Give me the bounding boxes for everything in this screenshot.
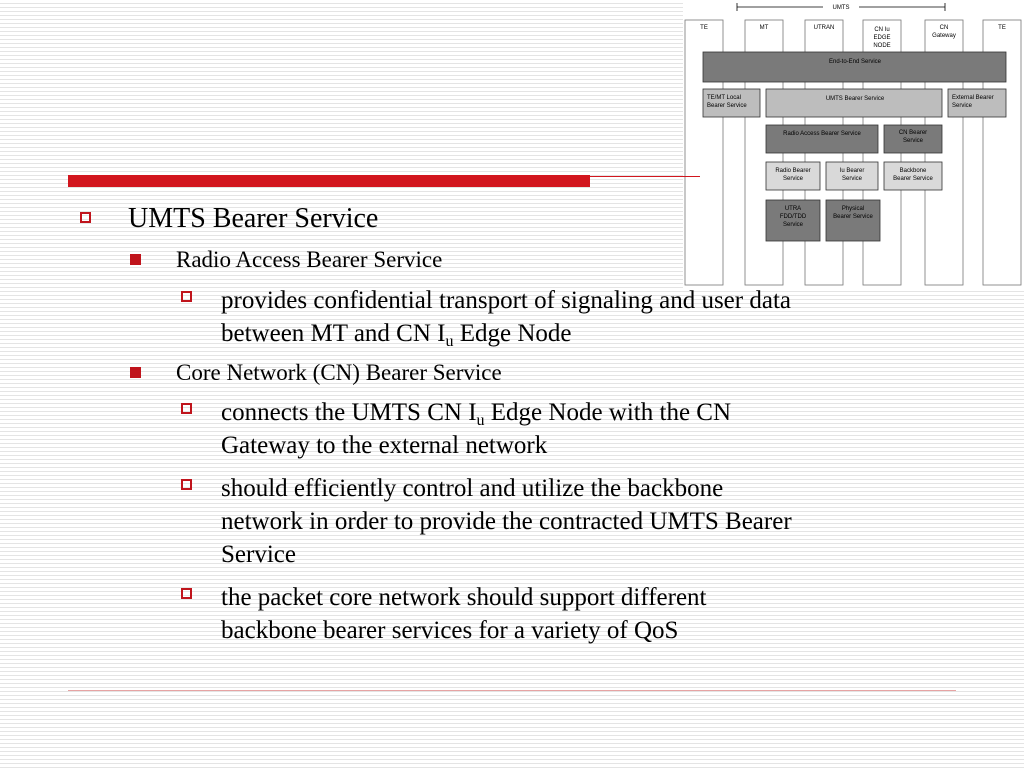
svg-text:End-to-End Service: End-to-End Service — [829, 59, 882, 65]
title-accent-line — [590, 176, 700, 177]
umts-label: UMTS — [833, 5, 850, 11]
column-label: UTRAN — [814, 25, 835, 31]
cn-heading: Core Network (CN) Bearer Service — [176, 360, 502, 385]
filled-square-bullet-icon — [130, 367, 141, 378]
hollow-square-bullet-icon — [80, 212, 91, 223]
svg-text:UMTS Bearer Service: UMTS Bearer Service — [826, 96, 885, 102]
cn-bullet-1-line-1: connects the UMTS CN Iu Edge Node with t… — [221, 399, 732, 429]
rab-bullet-1-line-1: provides confidential transport of signa… — [221, 287, 791, 314]
cn-bullet-2-line-1: should efficiently control and utilize t… — [221, 475, 724, 502]
level1-heading: UMTS Bearer Service — [128, 203, 379, 234]
cn-bullet-1-line-2: Gateway to the external network — [221, 432, 548, 459]
rab-bullet-1-line-2: between MT and CN Iu Edge Node — [221, 320, 572, 350]
column-label: TE — [700, 25, 708, 31]
hollow-square-bullet-icon — [181, 403, 192, 414]
cn-bullet-3-line-1: the packet core network should support d… — [221, 584, 707, 611]
title-accent-bar — [68, 175, 590, 187]
column-label: TE — [998, 25, 1006, 31]
cn-bullet-3-line-2: backbone bearer services for a variety o… — [221, 617, 679, 644]
hollow-square-bullet-icon — [181, 291, 192, 302]
box-end-to-end-service: End-to-End Service — [702, 51, 1007, 83]
hollow-square-bullet-icon — [181, 588, 192, 599]
filled-square-bullet-icon — [130, 254, 141, 265]
footer-divider — [68, 690, 956, 691]
umts-span-arrow: UMTS — [736, 2, 946, 12]
box-radio-access-bearer-service: Radio Access Bearer Service — [765, 124, 879, 154]
cn-bullet-2-line-2: network in order to provide the contract… — [221, 508, 792, 535]
hollow-square-bullet-icon — [181, 479, 192, 490]
rab-heading: Radio Access Bearer Service — [176, 247, 443, 272]
cn-bullet-2-line-3: Service — [221, 541, 296, 568]
svg-text:Radio Access Bearer Service: Radio Access Bearer Service — [783, 131, 861, 137]
column-label: MT — [760, 25, 769, 31]
box-umts-bearer-service: UMTS Bearer Service — [765, 88, 943, 118]
